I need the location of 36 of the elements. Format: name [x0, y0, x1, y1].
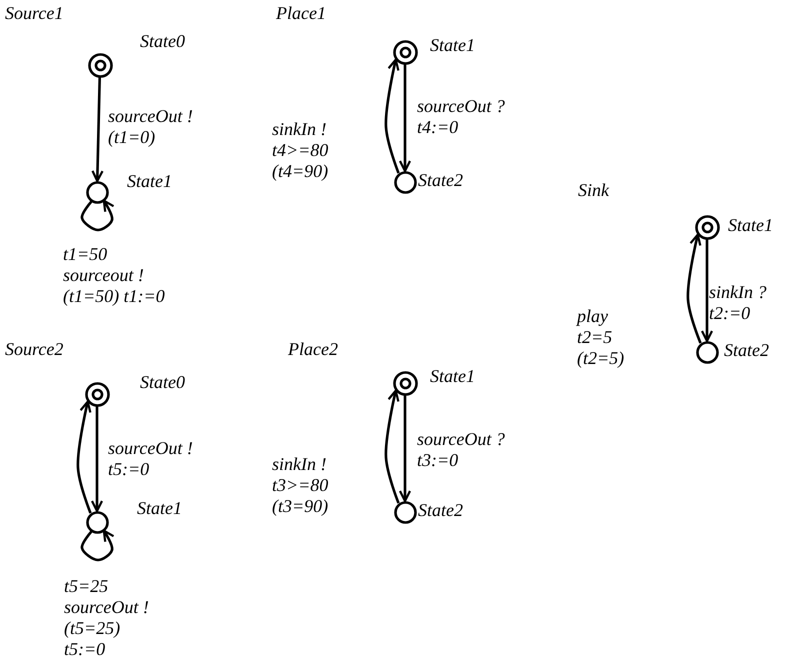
transition-arrow: [700, 239, 714, 342]
state-circle: [86, 180, 108, 204]
state-name: State2: [418, 170, 463, 191]
transition-arrow: [398, 64, 412, 172]
transition-arrow: [384, 390, 400, 504]
state-circle: [86, 510, 108, 534]
transition-arrow: [398, 395, 412, 502]
state-name: State2: [418, 500, 463, 521]
state-name: State1: [137, 498, 182, 519]
automaton-name: Place2: [288, 339, 338, 360]
transition-arrow: [76, 400, 92, 514]
state-circle: [394, 500, 416, 524]
state-name: State0: [140, 31, 185, 52]
state-circle: [394, 170, 416, 194]
transition-arrow: [384, 58, 400, 174]
automaton-name: Sink: [578, 180, 609, 201]
self-loop-arrow: [80, 200, 115, 232]
initial-state-circle: [392, 40, 418, 64]
state-name: State1: [430, 366, 475, 387]
transition-arrow: [686, 234, 702, 344]
initial-state-circle: [84, 382, 110, 406]
state-name: State1: [430, 35, 475, 56]
state-name: State2: [724, 340, 769, 361]
state-name: State0: [140, 372, 185, 393]
state-name: State1: [728, 215, 773, 236]
self-loop-arrow: [80, 530, 115, 562]
automaton-name: Source2: [5, 339, 64, 360]
automaton-name: Source1: [5, 3, 64, 24]
state-name: State1: [127, 171, 172, 192]
initial-state-circle: [88, 52, 112, 78]
initial-state-circle: [392, 370, 418, 396]
state-circle: [696, 340, 718, 364]
initial-state-circle: [694, 214, 720, 240]
transition-arrow: [91, 76, 104, 182]
transition-arrow: [90, 406, 104, 512]
automaton-name: Place1: [276, 3, 326, 24]
